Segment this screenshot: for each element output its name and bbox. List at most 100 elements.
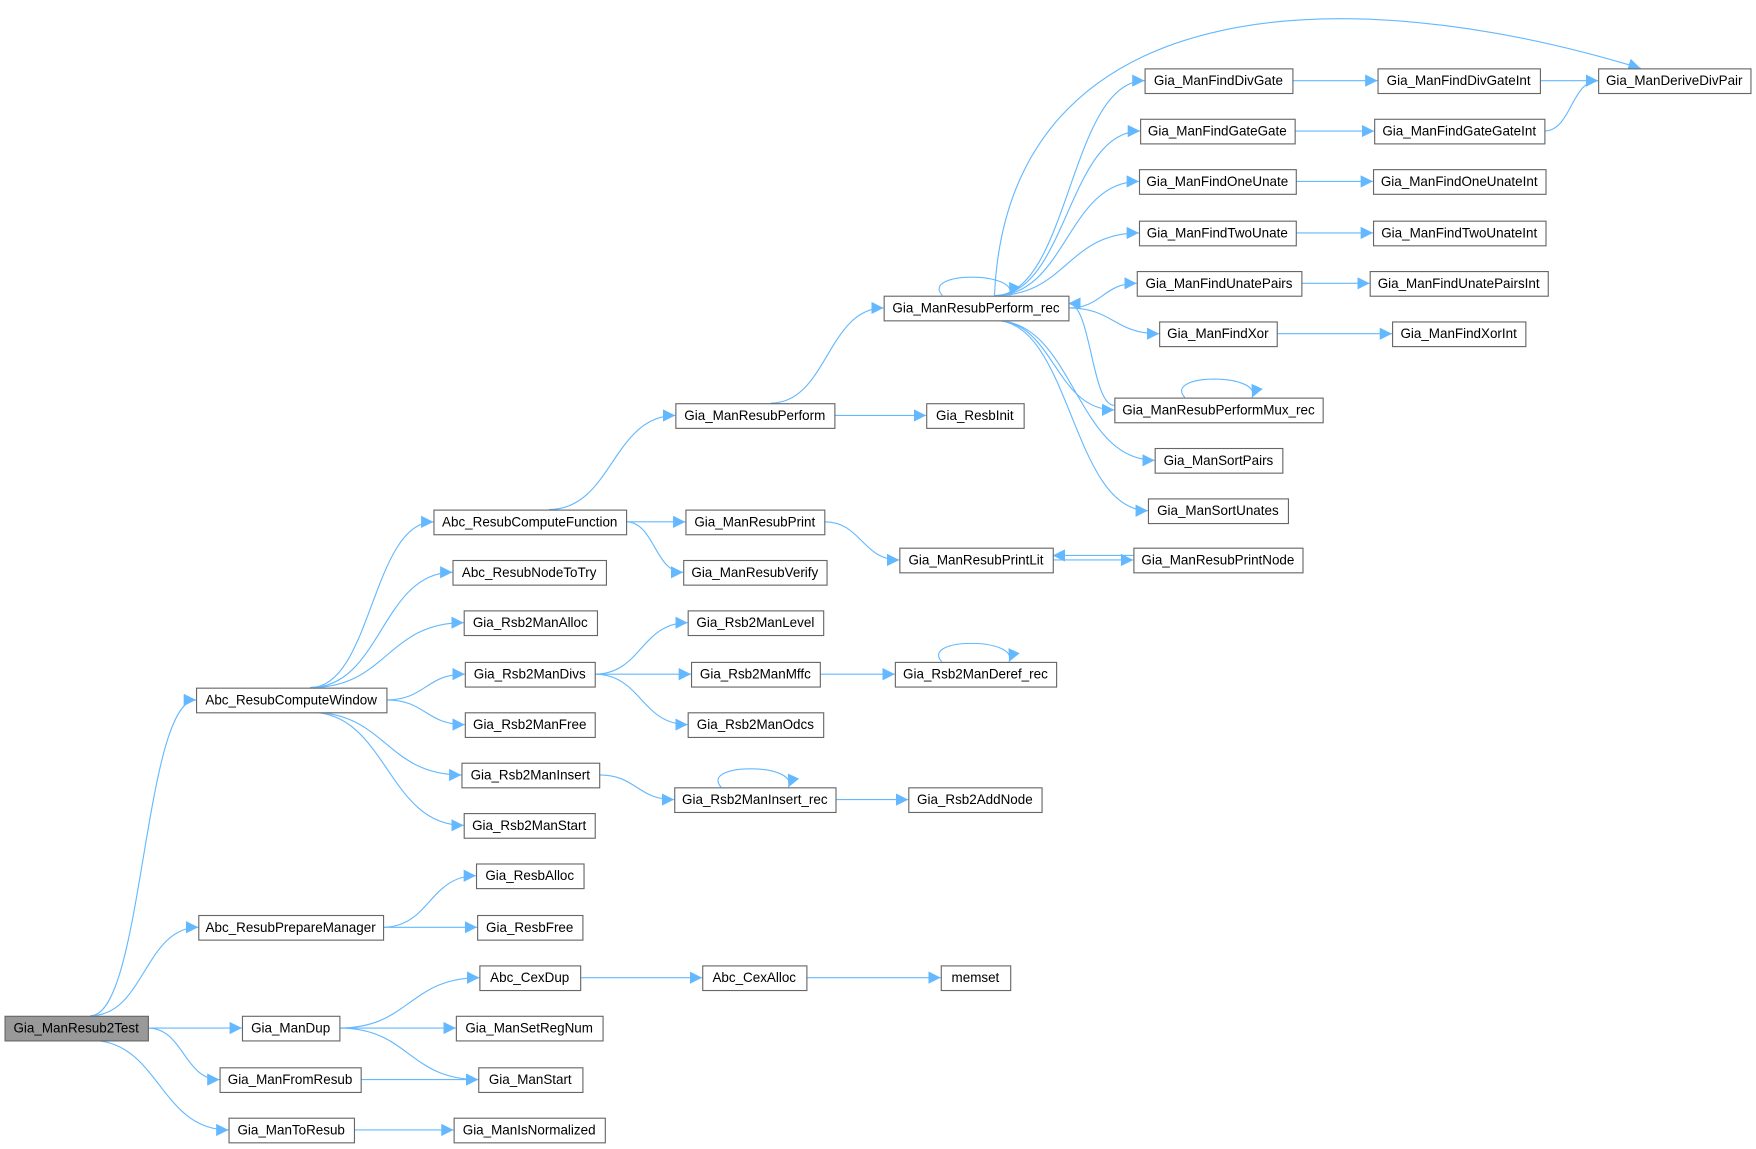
function-node[interactable]: Gia_ManResubVerify — [683, 559, 828, 586]
function-node[interactable]: Gia_Rsb2ManLevel — [687, 610, 825, 637]
node-box — [198, 914, 385, 941]
function-node[interactable]: Gia_ManStart — [478, 1067, 584, 1094]
node-label: Gia_Rsb2ManDeref_rec — [903, 667, 1048, 682]
node-box — [461, 762, 601, 789]
node-box — [1138, 169, 1297, 195]
function-node[interactable]: Gia_Rsb2ManDeref_rec — [894, 661, 1058, 688]
node-box — [894, 661, 1058, 688]
function-node[interactable]: Gia_ResbInit — [926, 403, 1025, 429]
function-node[interactable]: Gia_ManResubPrint — [685, 509, 826, 536]
function-node[interactable]: Gia_ManDup — [241, 1015, 341, 1042]
function-node[interactable]: Gia_ManResub2Test — [4, 1015, 149, 1042]
function-node[interactable]: Gia_ManSortUnates — [1147, 498, 1289, 525]
node-box — [228, 1117, 356, 1144]
call-edge — [994, 175, 1139, 297]
function-node[interactable]: Abc_ResubComputeWindow — [195, 687, 388, 714]
call-edge — [339, 1027, 479, 1086]
function-node[interactable]: Gia_ResbAlloc — [475, 863, 585, 890]
node-box — [687, 610, 825, 637]
function-node[interactable]: Gia_ManResubPrintLit — [899, 547, 1054, 574]
node-label: Gia_ManFindXorInt — [1400, 326, 1517, 341]
node-label: Gia_ManResubVerify — [691, 565, 818, 580]
node-label: Gia_ManResub2Test — [13, 1021, 139, 1036]
function-node[interactable]: Gia_ManResubPerform — [675, 403, 836, 429]
node-box — [1369, 271, 1549, 297]
function-node[interactable]: memset — [940, 965, 1012, 992]
function-node[interactable]: Gia_ManFindUnatePairs — [1136, 271, 1303, 297]
call-edge — [90, 921, 199, 1017]
node-box — [1372, 220, 1547, 247]
function-node[interactable]: Gia_ResbFree — [477, 914, 584, 941]
function-node[interactable]: Gia_Rsb2ManAlloc — [463, 610, 599, 637]
function-node[interactable]: Gia_ManFromResub — [219, 1067, 362, 1094]
node-label: Gia_ManResubPrint — [694, 514, 815, 529]
function-node[interactable]: Gia_ManDeriveDivPair — [1598, 68, 1752, 95]
node-box — [1140, 118, 1296, 145]
function-node[interactable]: Gia_Rsb2ManDivs — [464, 661, 596, 688]
node-box — [463, 610, 599, 637]
node-label: Gia_ManFindUnatePairs — [1146, 276, 1293, 291]
node-label: Gia_Rsb2ManStart — [472, 818, 586, 833]
function-node[interactable]: Gia_ManSortPairs — [1154, 447, 1284, 474]
function-node[interactable]: Gia_ManResubPerformMux_rec — [1114, 397, 1324, 424]
function-node[interactable]: Gia_ManFindOneUnateInt — [1372, 169, 1547, 195]
function-node[interactable]: Gia_Rsb2ManFree — [464, 712, 596, 739]
node-box — [195, 687, 388, 714]
function-node[interactable]: Gia_ManResubPrintNode — [1133, 547, 1304, 574]
node-box — [675, 403, 836, 429]
function-node[interactable]: Gia_Rsb2AddNode — [908, 787, 1043, 814]
node-label: Gia_Rsb2ManOdcs — [697, 717, 814, 732]
function-node[interactable]: Gia_ManFindTwoUnate — [1138, 220, 1297, 247]
function-node[interactable]: Gia_ManResubPerform_rec — [883, 295, 1070, 322]
node-label: Gia_Rsb2ManAlloc — [473, 615, 588, 630]
call-edge — [626, 521, 684, 579]
node-box — [477, 914, 584, 941]
function-node[interactable]: Abc_ResubNodeToTry — [452, 559, 607, 586]
node-label: Gia_ManToResub — [237, 1122, 344, 1137]
function-node[interactable]: Abc_CexAlloc — [702, 965, 808, 992]
call-edge — [599, 774, 675, 806]
edges-layer — [90, 18, 1641, 1137]
call-edge — [994, 74, 1145, 297]
function-node[interactable]: Gia_ManIsNormalized — [453, 1117, 606, 1144]
function-node[interactable]: Abc_ResubComputeFunction — [433, 509, 628, 536]
function-node[interactable]: Gia_ManFindDivGateInt — [1377, 68, 1541, 95]
node-label: Gia_Rsb2AddNode — [917, 792, 1033, 807]
function-node[interactable]: Gia_ManFindGateGate — [1140, 118, 1296, 145]
node-box — [1147, 498, 1289, 525]
call-edge — [770, 301, 884, 404]
function-node[interactable]: Abc_ResubPrepareManager — [198, 914, 385, 941]
function-node[interactable]: Gia_ManFindXorInt — [1392, 321, 1527, 348]
call-edge — [1068, 307, 1160, 340]
node-box — [702, 965, 808, 992]
function-node[interactable]: Gia_ManFindDivGate — [1144, 68, 1294, 95]
node-label: Gia_ResbAlloc — [485, 868, 574, 883]
function-node[interactable]: Gia_ManToResub — [228, 1117, 356, 1144]
function-node[interactable]: Gia_ManFindXor — [1159, 321, 1278, 348]
function-node[interactable]: Gia_ManFindGateGateInt — [1374, 118, 1546, 145]
node-label: Abc_CexDup — [490, 970, 569, 985]
node-label: Gia_ManResubPerformMux_rec — [1122, 402, 1315, 417]
node-box — [908, 787, 1043, 814]
call-edge — [1181, 378, 1263, 398]
function-node[interactable]: Gia_Rsb2ManMffc — [690, 661, 821, 688]
function-node[interactable]: Gia_Rsb2ManInsert_rec — [674, 787, 837, 814]
node-box — [683, 559, 828, 586]
function-node[interactable]: Gia_Rsb2ManStart — [463, 813, 596, 839]
node-box — [899, 547, 1054, 574]
function-node[interactable]: Gia_ManFindTwoUnateInt — [1372, 220, 1547, 247]
function-node[interactable]: Gia_ManFindUnatePairsInt — [1369, 271, 1549, 297]
node-label: Abc_ResubComputeWindow — [205, 692, 377, 707]
node-label: Gia_Rsb2ManMffc — [700, 667, 811, 682]
call-edge — [147, 1027, 220, 1086]
function-node[interactable]: Gia_Rsb2ManInsert — [461, 762, 601, 789]
function-node[interactable]: Gia_Rsb2ManOdcs — [687, 712, 825, 739]
call-edge — [1068, 297, 1115, 406]
function-node[interactable]: Abc_CexDup — [479, 965, 582, 992]
call-edge — [994, 319, 1115, 417]
function-node[interactable]: Gia_ManFindOneUnate — [1138, 169, 1297, 195]
nodes-layer: Gia_ManResub2TestAbc_ResubComputeWindowA… — [4, 68, 1752, 1144]
function-node[interactable]: Gia_ManSetRegNum — [455, 1015, 604, 1042]
node-label: Gia_ManSortPairs — [1164, 453, 1274, 468]
